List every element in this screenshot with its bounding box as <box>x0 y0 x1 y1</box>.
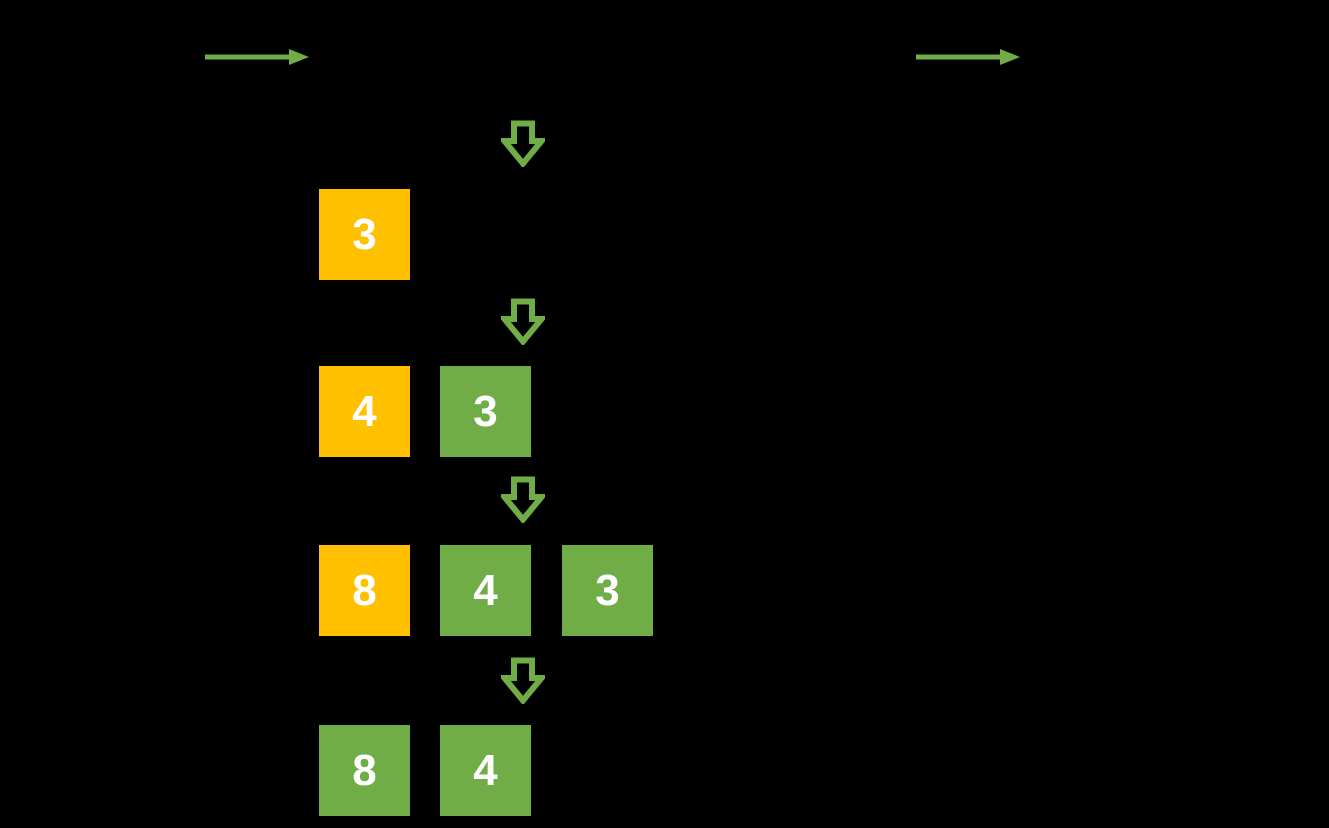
down-arrow-icon <box>501 298 545 345</box>
stack-square: 4 <box>319 366 410 457</box>
stack-square: 3 <box>562 545 653 636</box>
stack-square: 4 <box>440 545 531 636</box>
right-arrow-icon <box>916 49 1020 65</box>
down-arrow-icon <box>501 657 545 704</box>
stack-square: 8 <box>319 545 410 636</box>
right-arrow-icon <box>205 49 309 65</box>
stack-square: 4 <box>440 725 531 816</box>
stack-square: 8 <box>319 725 410 816</box>
stack-square: 3 <box>440 366 531 457</box>
down-arrow-icon <box>501 120 545 167</box>
down-arrow-icon <box>501 476 545 523</box>
stack-square: 3 <box>319 189 410 280</box>
